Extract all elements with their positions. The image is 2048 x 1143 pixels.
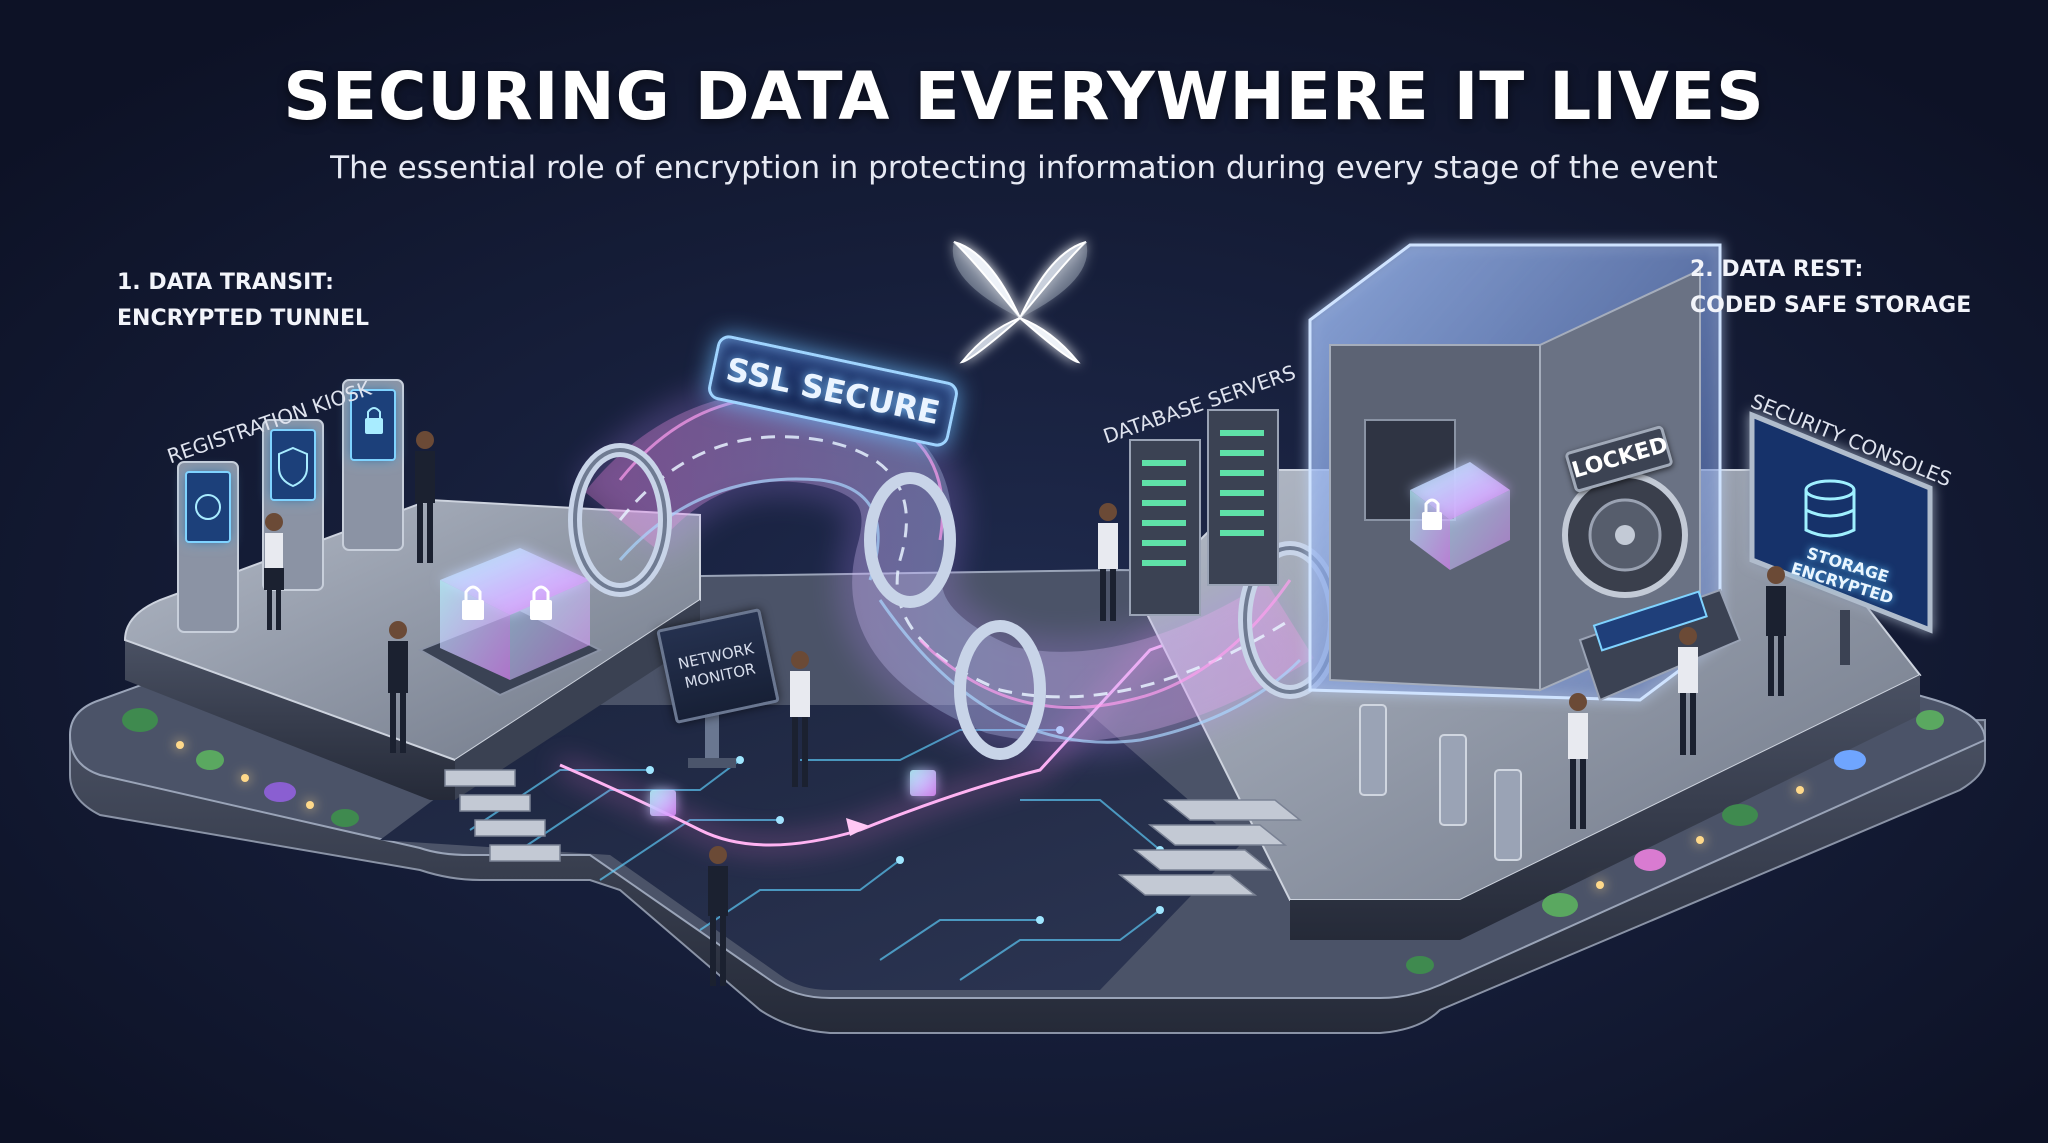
right-stairs bbox=[1117, 799, 1303, 896]
butterfly-logo-icon bbox=[952, 241, 1088, 364]
page-subtitle: The essential role of encryption in prot… bbox=[330, 150, 1718, 186]
database-servers bbox=[1129, 409, 1279, 616]
shield-check-icon bbox=[278, 446, 308, 488]
fingerprint-icon bbox=[195, 494, 221, 520]
stage-label-transit: 1. DATA TRANSIT: ENCRYPTED TUNNEL bbox=[117, 265, 369, 337]
route-arrow-icon bbox=[846, 818, 870, 836]
encryption-cube bbox=[417, 548, 603, 697]
page-title: SECURING DATA EVERYWHERE IT LIVES bbox=[283, 58, 1765, 135]
data-packets bbox=[650, 770, 936, 816]
circuit-traces bbox=[469, 729, 1161, 981]
left-stairs bbox=[444, 769, 561, 862]
stage-transit-line1: 1. DATA TRANSIT: bbox=[117, 270, 334, 295]
left-platform-side bbox=[125, 640, 455, 800]
stage-label-rest: 2. DATA REST: CODED SAFE STORAGE bbox=[1690, 252, 1971, 324]
lock-icon bbox=[530, 600, 552, 620]
ssl-tunnel bbox=[568, 376, 1342, 760]
database-lock-icon bbox=[1804, 479, 1856, 538]
stage-transit-line2: ENCRYPTED TUNNEL bbox=[117, 306, 370, 331]
lock-icon bbox=[365, 418, 383, 434]
stage-rest-line1: 2. DATA REST: bbox=[1690, 257, 1864, 282]
turnstiles bbox=[1359, 704, 1522, 861]
lock-icon bbox=[462, 600, 484, 620]
edge-plants bbox=[122, 708, 1944, 974]
people bbox=[264, 431, 1786, 986]
security-console bbox=[1749, 411, 1933, 665]
stage-rest-line2: CODED SAFE STORAGE bbox=[1690, 293, 1972, 318]
lock-icon bbox=[1422, 512, 1442, 530]
edge-lights bbox=[176, 741, 1804, 889]
control-desk bbox=[1578, 588, 1742, 702]
